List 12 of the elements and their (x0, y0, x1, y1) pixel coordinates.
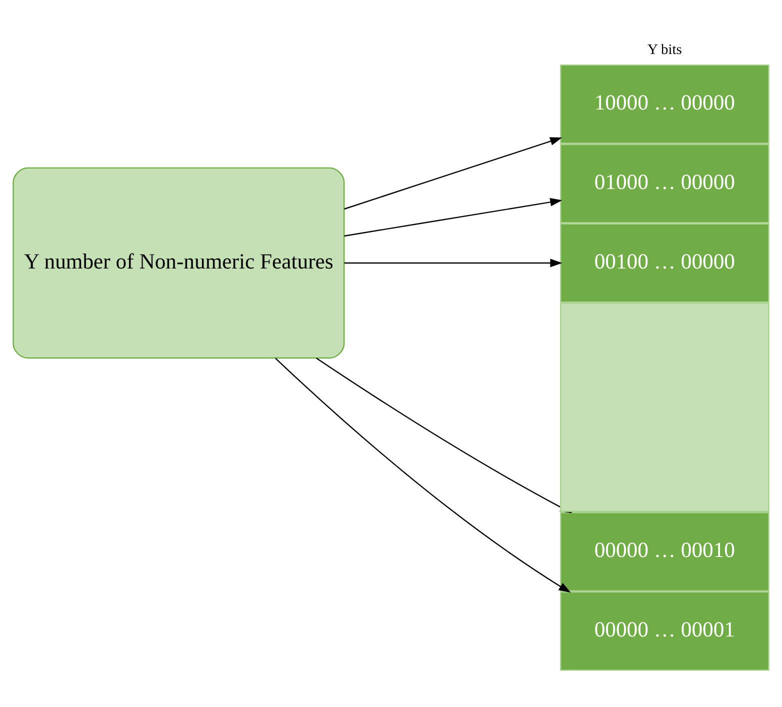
arrow (344, 258, 562, 268)
node-box: Y number of Non-numeric Features (12, 167, 345, 359)
node-box: 00000 … 00001 (560, 591, 770, 671)
node-box: 01000 … 00000 (560, 144, 770, 224)
node-box: 10000 … 00000 (560, 64, 770, 144)
arrow (344, 198, 562, 237)
arrow (274, 358, 571, 593)
arrow (344, 137, 562, 210)
node-box: 00100 … 00000 (560, 223, 770, 303)
node-box: 00000 … 00010 (560, 512, 770, 592)
label: Y bits (648, 42, 682, 58)
node-box (560, 302, 770, 512)
